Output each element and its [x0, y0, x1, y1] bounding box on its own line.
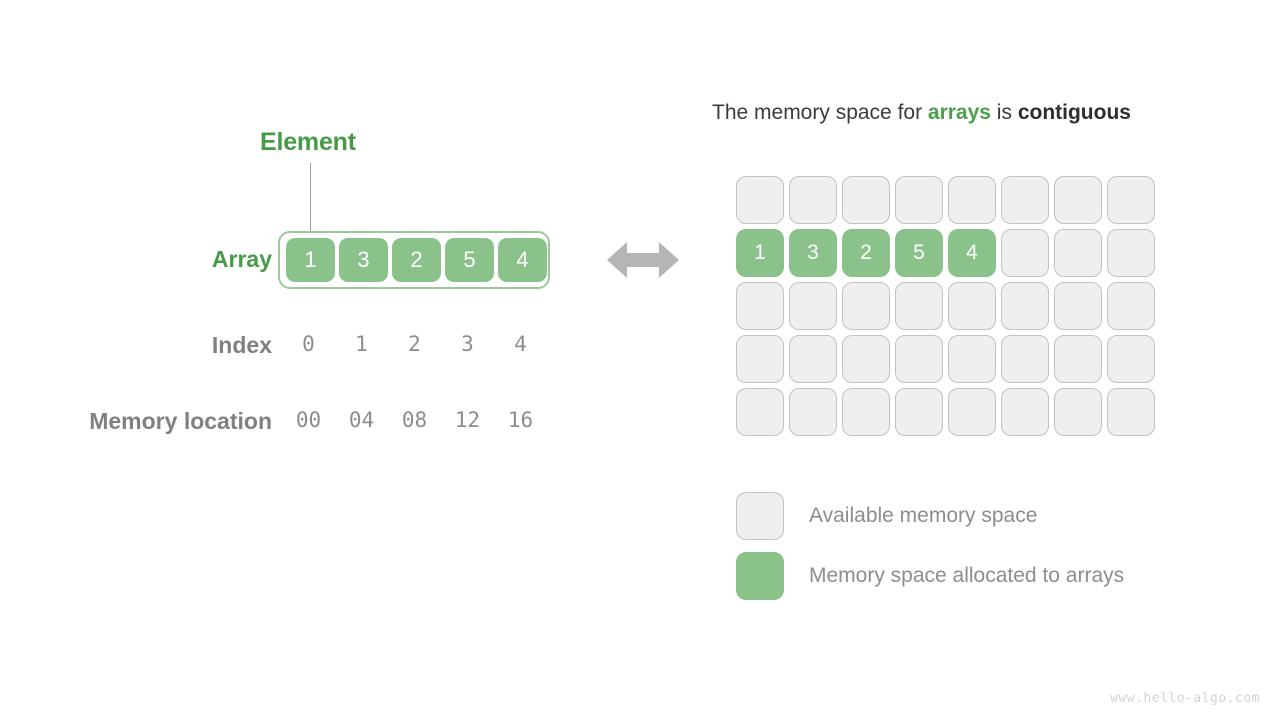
array-row-label: Array — [211, 246, 272, 272]
memory-cell-available[interactable] — [842, 335, 890, 383]
memory-cell-available[interactable] — [1107, 282, 1155, 330]
memory-location-value: 00 — [295, 408, 322, 432]
memory-title-keyword-arrays: arrays — [927, 101, 991, 124]
memory-location-value: 12 — [454, 408, 481, 432]
memory-location-value: 08 — [401, 408, 428, 432]
array-cell[interactable]: 1 — [286, 238, 335, 282]
memory-cell-available[interactable] — [1107, 335, 1155, 383]
array-cell[interactable]: 4 — [498, 238, 547, 282]
index-value: 4 — [514, 332, 527, 356]
memory-cell-available[interactable] — [789, 335, 837, 383]
memory-cell-available[interactable] — [1107, 229, 1155, 277]
memory-cell-available[interactable] — [1001, 335, 1049, 383]
legend-item-allocated: Memory space allocated to arrays — [736, 552, 1124, 600]
memory-cell-available[interactable] — [736, 335, 784, 383]
memory-cell-available[interactable] — [895, 176, 943, 224]
memory-cell-available[interactable] — [736, 388, 784, 436]
memory-cell-available[interactable] — [1107, 176, 1155, 224]
memory-title-keyword-contiguous: contiguous — [1017, 101, 1131, 124]
memory-title: The memory space for arrays is contiguou… — [712, 101, 1131, 125]
memory-title-part2: is — [990, 101, 1018, 124]
legend: Available memory space Memory space allo… — [736, 492, 1124, 600]
index-row-label: Index — [211, 332, 272, 358]
memory-cell-available[interactable] — [895, 335, 943, 383]
memory-cell-available[interactable] — [895, 388, 943, 436]
array-container: 1 3 2 5 4 — [278, 231, 550, 289]
memory-cell-available[interactable] — [842, 282, 890, 330]
memory-cell-available[interactable] — [789, 388, 837, 436]
memory-cell-available[interactable] — [948, 176, 996, 224]
memory-location-row-label: Memory location — [89, 408, 272, 434]
memory-cell-available[interactable] — [842, 176, 890, 224]
array-cell[interactable]: 2 — [392, 238, 441, 282]
memory-cell-available[interactable] — [736, 176, 784, 224]
memory-cell-available[interactable] — [842, 388, 890, 436]
index-value: 0 — [302, 332, 315, 356]
available-memory-swatch-icon — [736, 492, 784, 540]
memory-cell-available[interactable] — [789, 176, 837, 224]
legend-item-available: Available memory space — [736, 492, 1124, 540]
memory-cell-available[interactable] — [1107, 388, 1155, 436]
memory-cell-allocated[interactable]: 4 — [948, 229, 996, 277]
memory-cell-available[interactable] — [1054, 388, 1102, 436]
memory-location-value: 16 — [507, 408, 534, 432]
allocated-memory-swatch-icon — [736, 552, 784, 600]
memory-cell-available[interactable] — [1001, 388, 1049, 436]
array-cell[interactable]: 5 — [445, 238, 494, 282]
legend-label: Memory space allocated to arrays — [809, 564, 1125, 587]
memory-cell-allocated[interactable]: 2 — [842, 229, 890, 277]
memory-cell-available[interactable] — [1001, 176, 1049, 224]
index-value: 1 — [355, 332, 368, 356]
memory-cell-available[interactable] — [1054, 335, 1102, 383]
memory-cell-available[interactable] — [948, 282, 996, 330]
memory-cell-allocated[interactable]: 1 — [736, 229, 784, 277]
memory-cell-available[interactable] — [895, 282, 943, 330]
index-value: 2 — [408, 332, 421, 356]
index-value: 3 — [461, 332, 474, 356]
memory-location-value: 04 — [348, 408, 375, 432]
memory-cell-available[interactable] — [789, 282, 837, 330]
memory-cell-available[interactable] — [1001, 282, 1049, 330]
memory-cell-available[interactable] — [948, 388, 996, 436]
array-cell[interactable]: 3 — [339, 238, 388, 282]
memory-cell-allocated[interactable]: 5 — [895, 229, 943, 277]
memory-cell-available[interactable] — [948, 335, 996, 383]
memory-location-value-row: 00 04 08 12 16 — [278, 410, 550, 431]
memory-title-part1: The memory space for — [712, 101, 928, 124]
double-arrow-icon — [607, 238, 679, 282]
memory-cell-available[interactable] — [736, 282, 784, 330]
memory-cell-available[interactable] — [1054, 229, 1102, 277]
memory-cell-allocated[interactable]: 3 — [789, 229, 837, 277]
index-value-row: 0 1 2 3 4 — [278, 334, 550, 355]
element-callout-connector-line — [310, 163, 311, 241]
memory-cell-available[interactable] — [1054, 176, 1102, 224]
memory-cell-available[interactable] — [1001, 229, 1049, 277]
memory-cell-available[interactable] — [1054, 282, 1102, 330]
watermark: www.hello-algo.com — [1110, 691, 1260, 706]
element-callout-label: Element — [260, 128, 356, 156]
legend-label: Available memory space — [809, 504, 1038, 527]
